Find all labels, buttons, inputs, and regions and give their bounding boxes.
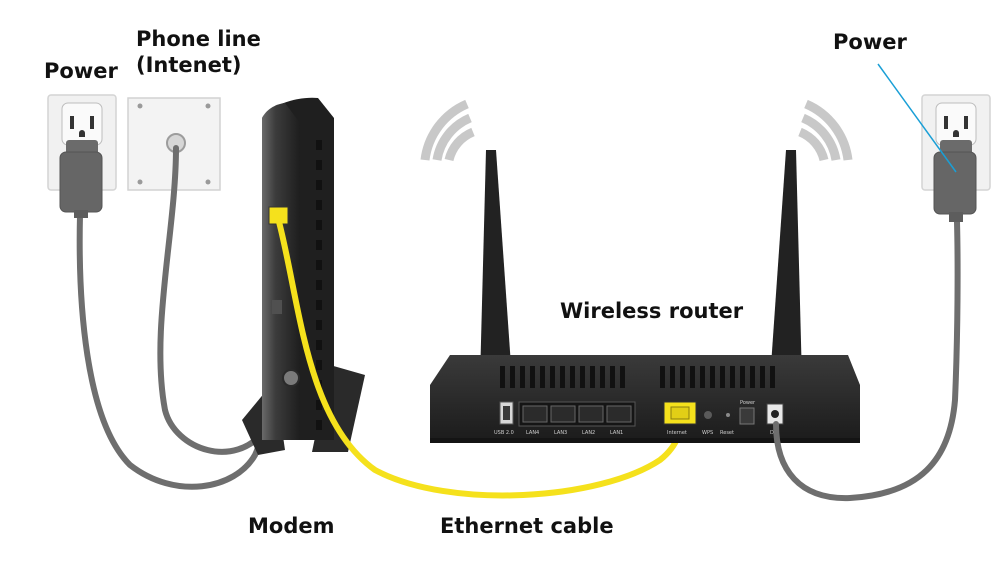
port-label-lan1: LAN1 bbox=[610, 430, 623, 436]
power-plug-right bbox=[933, 140, 977, 222]
port-label-lan3: LAN3 bbox=[554, 430, 567, 436]
wireless-router: USB 2.0 LAN4 LAN3 LAN2 LAN1 Internet WPS… bbox=[430, 355, 860, 443]
power-right-pointer-line bbox=[877, 63, 957, 173]
modem-coax-port bbox=[282, 369, 300, 387]
label-power-right: Power bbox=[833, 30, 907, 54]
router-antenna-left bbox=[480, 150, 512, 380]
modem-vents bbox=[316, 140, 322, 430]
wifi-waves-left-icon bbox=[420, 99, 475, 162]
label-modem: Modem bbox=[248, 514, 335, 538]
label-power-left: Power bbox=[44, 59, 118, 83]
power-cable-right bbox=[773, 219, 961, 502]
port-label-lan2: LAN2 bbox=[582, 430, 595, 436]
label-wireless-router: Wireless router bbox=[560, 299, 744, 323]
port-label-reset: Reset bbox=[720, 430, 734, 436]
port-label-wps: WPS bbox=[702, 430, 713, 436]
router-vents bbox=[500, 366, 775, 388]
label-phone-line: Phone line (Intenet) bbox=[136, 26, 261, 78]
port-label-lan4: LAN4 bbox=[526, 430, 539, 436]
router-antenna-right bbox=[770, 150, 802, 380]
label-phone-line-line2: (Intenet) bbox=[136, 53, 242, 77]
ethernet-cable bbox=[275, 215, 685, 499]
label-ethernet-cable: Ethernet cable bbox=[440, 514, 614, 538]
label-phone-line-line1: Phone line bbox=[136, 27, 261, 51]
port-label-power: Power bbox=[740, 400, 756, 406]
port-label-usb: USB 2.0 bbox=[494, 430, 514, 436]
wifi-waves-right-icon bbox=[798, 99, 853, 162]
power-plug-left bbox=[59, 140, 103, 218]
port-label-internet: Internet bbox=[667, 430, 687, 436]
modem bbox=[242, 97, 365, 455]
